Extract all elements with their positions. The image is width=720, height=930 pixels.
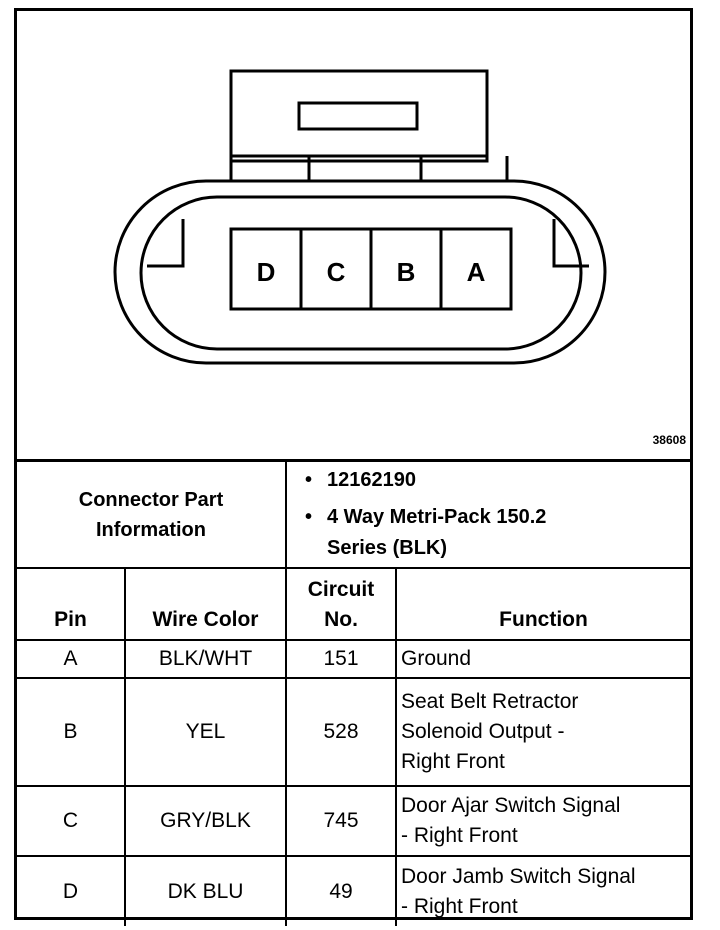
pin-label-c: C <box>327 257 346 287</box>
connector-description: •4 Way Metri-Pack 150.2 <box>305 506 547 528</box>
pin-label-b: B <box>397 257 416 287</box>
right-key <box>552 219 589 268</box>
header-circuit-line2: No. <box>324 608 358 631</box>
connector-outer-shell <box>113 179 607 365</box>
header-wire-color: Wire Color <box>124 567 287 641</box>
description-line2: Series (BLK) <box>327 537 448 559</box>
row-b-wire-color: YEL <box>124 677 287 787</box>
latch-housing <box>229 69 489 163</box>
row-d-pin: D <box>17 855 126 926</box>
table-row: B YEL 528 Seat Belt Retractor Solenoid O… <box>17 677 690 787</box>
row-c-function-line2: - Right Front <box>401 824 518 847</box>
connector-info-label-line2: Information <box>96 518 206 541</box>
table-header: Pin Wire Color Circuit No. Function <box>17 567 690 641</box>
row-b-function: Seat Belt Retractor Solenoid Output - Ri… <box>395 677 690 787</box>
row-c-circuit: 745 <box>285 785 397 857</box>
row-d-function-line1: Door Jamb Switch Signal <box>401 864 636 888</box>
part-number-text: 12162190 <box>327 469 416 491</box>
connector-diagram: D C B A 38608 <box>17 11 690 462</box>
connector-info-label-line1: Connector Part <box>78 488 224 511</box>
part-number: •12162190 <box>305 469 416 491</box>
row-b-pin: B <box>17 677 126 787</box>
row-c-function-line1: Door Ajar Switch Signal <box>401 794 621 817</box>
header-function: Function <box>395 567 690 641</box>
header-circuit-line1: Circuit <box>307 578 375 601</box>
pin-label-d: D <box>257 257 276 287</box>
reference-number: 38608 <box>652 433 686 447</box>
header-pin: Pin <box>17 567 126 641</box>
row-b-function-line3: Right Front <box>401 750 505 773</box>
latch-window <box>297 101 419 131</box>
connector-drawing: D C B A <box>113 69 607 365</box>
connector-inner-shell <box>139 195 583 351</box>
row-a-wire-color: BLK/WHT <box>124 639 287 679</box>
row-d-circuit: 49 <box>285 855 397 926</box>
row-c-wire-color: GRY/BLK <box>124 785 287 857</box>
connector-sheet: D C B A 38608 Connector Part Information… <box>14 8 693 926</box>
row-a-function-line1: Ground <box>401 647 472 670</box>
row-a-function: Ground <box>395 639 690 679</box>
row-d-function-line2: - Right Front <box>401 894 518 918</box>
connector-info-label: Connector Part Information <box>17 462 287 569</box>
pinout-table: Connector Part Information •12162190 •4 … <box>17 462 690 926</box>
pin-label-a: A <box>467 257 486 287</box>
table-row: D DK BLU 49 Door Jamb Switch Signal - Ri… <box>17 855 690 926</box>
header-circuit: Circuit No. <box>285 567 397 641</box>
row-b-function-line1: Seat Belt Retractor <box>401 690 579 713</box>
left-key <box>147 219 185 268</box>
table-row: C GRY/BLK 745 Door Ajar Switch Signal - … <box>17 785 690 857</box>
row-d-function: Door Jamb Switch Signal - Right Front <box>395 855 690 926</box>
row-b-function-line2: Solenoid Output - <box>401 720 565 743</box>
row-a-pin: A <box>17 639 126 679</box>
description-line1: 4 Way Metri-Pack 150.2 <box>327 506 547 528</box>
table-row: A BLK/WHT 151 Ground <box>17 639 690 679</box>
row-b-circuit: 528 <box>285 677 397 787</box>
row-d-wire-color: DK BLU <box>124 855 287 926</box>
connector-info-details: •12162190 •4 Way Metri-Pack 150.2 Series… <box>285 462 690 569</box>
connector-info-row: Connector Part Information •12162190 •4 … <box>17 462 690 569</box>
row-a-circuit: 151 <box>285 639 397 679</box>
row-c-function: Door Ajar Switch Signal - Right Front <box>395 785 690 857</box>
row-c-pin: C <box>17 785 126 857</box>
